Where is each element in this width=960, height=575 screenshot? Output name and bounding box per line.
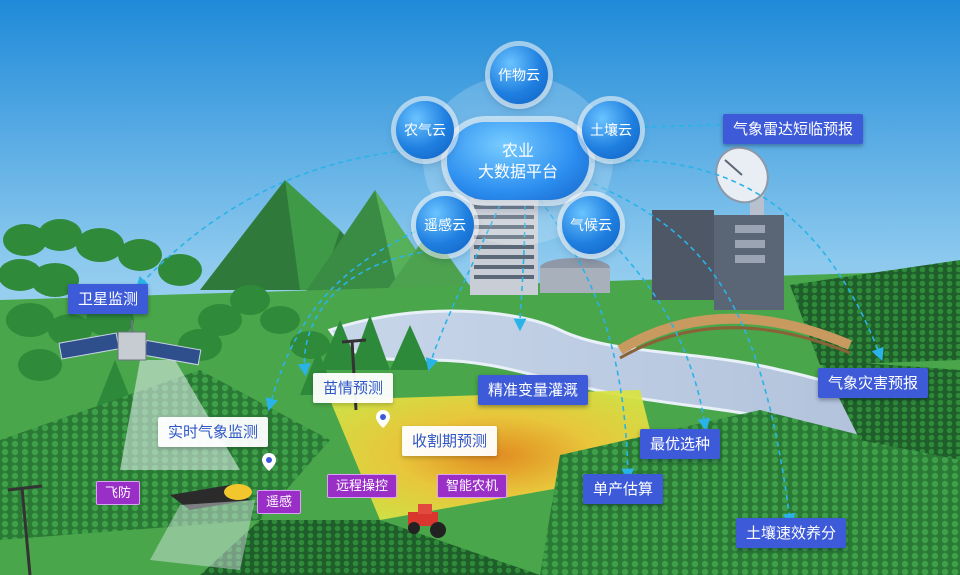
remote-control-tag[interactable]: 远程操控 bbox=[327, 474, 398, 498]
seedling-forecast-label[interactable]: 苗情预测 bbox=[313, 373, 394, 403]
river bbox=[327, 309, 960, 502]
weather-disaster-forecast-label[interactable]: 气象灾害预报 bbox=[818, 368, 929, 398]
climate-cloud-label: 气候云 bbox=[570, 218, 612, 234]
precision-irrigation-label[interactable]: 精准变量灌溉 bbox=[478, 375, 589, 405]
hub-title-line1: 农业 bbox=[501, 141, 534, 160]
radar-dish bbox=[715, 146, 769, 215]
drone-defense-tag[interactable]: 飞防 bbox=[96, 481, 141, 505]
bridge bbox=[617, 313, 852, 360]
satellite bbox=[58, 320, 202, 366]
mountains bbox=[200, 180, 480, 300]
field-bottom bbox=[200, 520, 540, 575]
agrimet-cloud[interactable]: 农气云 bbox=[396, 101, 454, 159]
realtime-weather-monitoring-label[interactable]: 实时气象监测 bbox=[158, 417, 269, 447]
best-seed-selection-label[interactable]: 最优选种 bbox=[640, 429, 721, 459]
location-pin-icon bbox=[262, 453, 276, 471]
yield-estimation-label[interactable]: 单产估算 bbox=[583, 474, 664, 504]
weather-radar-forecast-label[interactable]: 气象雷达短临预报 bbox=[723, 114, 864, 144]
remote-sensing-cloud[interactable]: 遥感云 bbox=[416, 196, 474, 254]
tractor bbox=[408, 504, 446, 538]
smart-machine-tag[interactable]: 智能农机 bbox=[437, 474, 508, 498]
crop-cloud-label: 作物云 bbox=[498, 68, 540, 84]
agrimet-cloud-label: 农气云 bbox=[404, 123, 446, 139]
remote-sensing-tag[interactable]: 遥感 bbox=[257, 490, 302, 514]
climate-cloud[interactable]: 气候云 bbox=[562, 196, 620, 254]
satellite-monitoring-label[interactable]: 卫星监测 bbox=[68, 284, 149, 314]
remote-sensing-cloud-label: 遥感云 bbox=[424, 218, 466, 234]
drone-sprayer bbox=[150, 484, 255, 570]
location-pin-icon bbox=[376, 410, 390, 428]
soil-cloud[interactable]: 土壤云 bbox=[582, 101, 640, 159]
big-data-platform-hub[interactable]: 农业 大数据平台 bbox=[447, 122, 589, 200]
harvest-forecast-label[interactable]: 收割期预测 bbox=[402, 426, 498, 456]
soil-nutrient-label[interactable]: 土壤速效养分 bbox=[736, 518, 847, 548]
crop-cloud[interactable]: 作物云 bbox=[490, 46, 548, 104]
soil-cloud-label: 土壤云 bbox=[590, 123, 632, 139]
hub-title-line2: 大数据平台 bbox=[477, 162, 558, 181]
